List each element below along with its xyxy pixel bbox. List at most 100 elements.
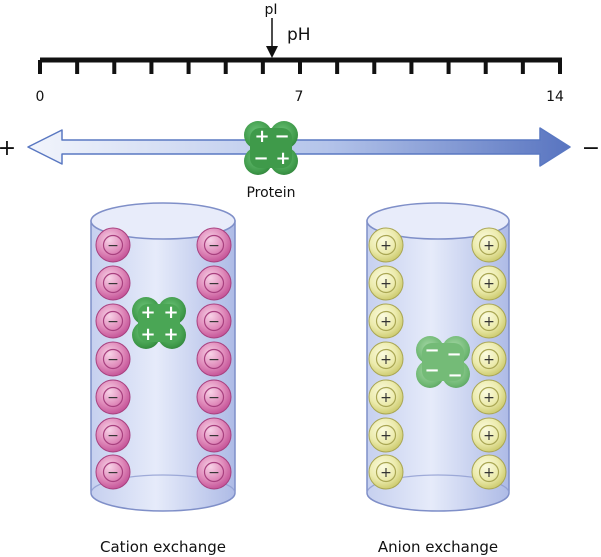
cation-bead-ring (102, 310, 124, 332)
cation-bead-ring (203, 272, 225, 294)
tick-label-0: 0 (36, 89, 45, 105)
cation-bead-charge: − (107, 465, 119, 481)
anion-bead-ring (375, 234, 397, 256)
pi-pointer-arrow-icon (266, 46, 278, 58)
anion-protein-charge-4: − (447, 365, 462, 386)
tick-label-14: 14 (546, 89, 564, 105)
anion-protein-charge-2: − (446, 344, 461, 365)
pi-label: pI (264, 2, 277, 18)
anion-bead (471, 265, 507, 301)
cation-bead (196, 379, 232, 415)
cation-bead (196, 417, 232, 453)
anion-bead-ring (375, 461, 397, 483)
cation-bead-ring (102, 461, 124, 483)
protein-blob-icon (244, 121, 298, 175)
anion-bead-charge: + (483, 428, 495, 444)
anion-bead (471, 303, 507, 339)
anion-bead-ring (375, 272, 397, 294)
anion-bead (471, 454, 507, 490)
cation-bead (196, 454, 232, 490)
cation-bead-ring (203, 461, 225, 483)
anion-bead-ring (478, 234, 500, 256)
anion-bead-charge: + (380, 465, 392, 481)
cation-bead (95, 227, 131, 263)
anion-bead-charge: + (380, 352, 392, 368)
anion-bound-protein: − − − − (416, 336, 470, 388)
ph-label: pH (287, 25, 311, 45)
cation-bead-ring (102, 386, 124, 408)
cation-bead-charge: − (208, 465, 220, 481)
cation-bead-charge: − (107, 238, 119, 254)
cation-bead (196, 341, 232, 377)
anion-bead-ring (375, 424, 397, 446)
cation-bead (95, 341, 131, 377)
anion-bead-charge: + (380, 428, 392, 444)
anion-bead-charge: + (483, 465, 495, 481)
protein-charge-3: − (253, 148, 268, 169)
cation-bead (196, 227, 232, 263)
negative-sign: − (582, 136, 600, 161)
protein-label: Protein (246, 185, 295, 201)
cation-bead (95, 303, 131, 339)
ph-scale: 0 7 14 pI pH (36, 2, 564, 105)
anion-bead (471, 341, 507, 377)
anion-bead-ring (478, 272, 500, 294)
anion-column-top (366, 202, 510, 240)
anion-bead-charge: + (380, 390, 392, 406)
cation-bead-charge: − (107, 314, 119, 330)
anion-bead (471, 227, 507, 263)
cation-protein-charge-3: + (140, 324, 155, 345)
cation-bound-protein: + + + + (132, 297, 186, 349)
cation-bead (95, 417, 131, 453)
cation-bead (196, 303, 232, 339)
cation-bead-ring (203, 348, 225, 370)
cation-bead-charge: − (107, 390, 119, 406)
anion-bead-charge: + (380, 276, 392, 292)
cation-bead-ring (102, 234, 124, 256)
cation-bead (196, 265, 232, 301)
anion-bead-ring (375, 310, 397, 332)
cation-protein-charge-1: + (140, 302, 155, 323)
anion-bead (368, 341, 404, 377)
cation-protein-charge-2: + (163, 302, 178, 323)
anion-bead-charge: + (380, 238, 392, 254)
cation-bead-charge: − (208, 238, 220, 254)
cation-bead-ring (203, 310, 225, 332)
cation-bead-ring (203, 424, 225, 446)
anion-bead-ring (478, 310, 500, 332)
cation-bead-charge: − (107, 352, 119, 368)
protein: + − − + Protein (244, 121, 298, 201)
anion-bead (368, 303, 404, 339)
anion-bead-charge: + (483, 238, 495, 254)
anion-bead (368, 417, 404, 453)
cation-column-top (90, 202, 236, 240)
anion-bead-ring (478, 386, 500, 408)
anion-bead-charge: + (483, 390, 495, 406)
cation-column-bottom-rim (90, 474, 236, 494)
anion-bead (368, 379, 404, 415)
cation-bead-ring (203, 386, 225, 408)
cation-bead-ring (102, 272, 124, 294)
anion-bead (368, 454, 404, 490)
anion-bead (471, 379, 507, 415)
cation-exchange-column: −−−−−−−−−−−−−− + + + + Cation exchange (90, 202, 236, 556)
cation-exchange-label: Cation exchange (100, 538, 226, 556)
anion-bead-ring (478, 461, 500, 483)
anion-exchange-label: Anion exchange (378, 538, 498, 556)
anion-bead-ring (478, 424, 500, 446)
cation-bead-ring (203, 234, 225, 256)
charge-arrow: + − (0, 127, 600, 167)
cation-bead-charge: − (107, 276, 119, 292)
anion-bead (368, 265, 404, 301)
anion-bead-charge: + (380, 314, 392, 330)
protein-charge-2: − (274, 126, 289, 147)
anion-bead-charge: + (483, 352, 495, 368)
cation-bead-charge: − (208, 352, 220, 368)
positive-sign: + (0, 136, 16, 161)
cation-bead (95, 265, 131, 301)
protein-charge-4: + (275, 148, 290, 169)
cation-bead-charge: − (208, 390, 220, 406)
cation-bead-charge: − (208, 276, 220, 292)
cation-bead-ring (102, 348, 124, 370)
